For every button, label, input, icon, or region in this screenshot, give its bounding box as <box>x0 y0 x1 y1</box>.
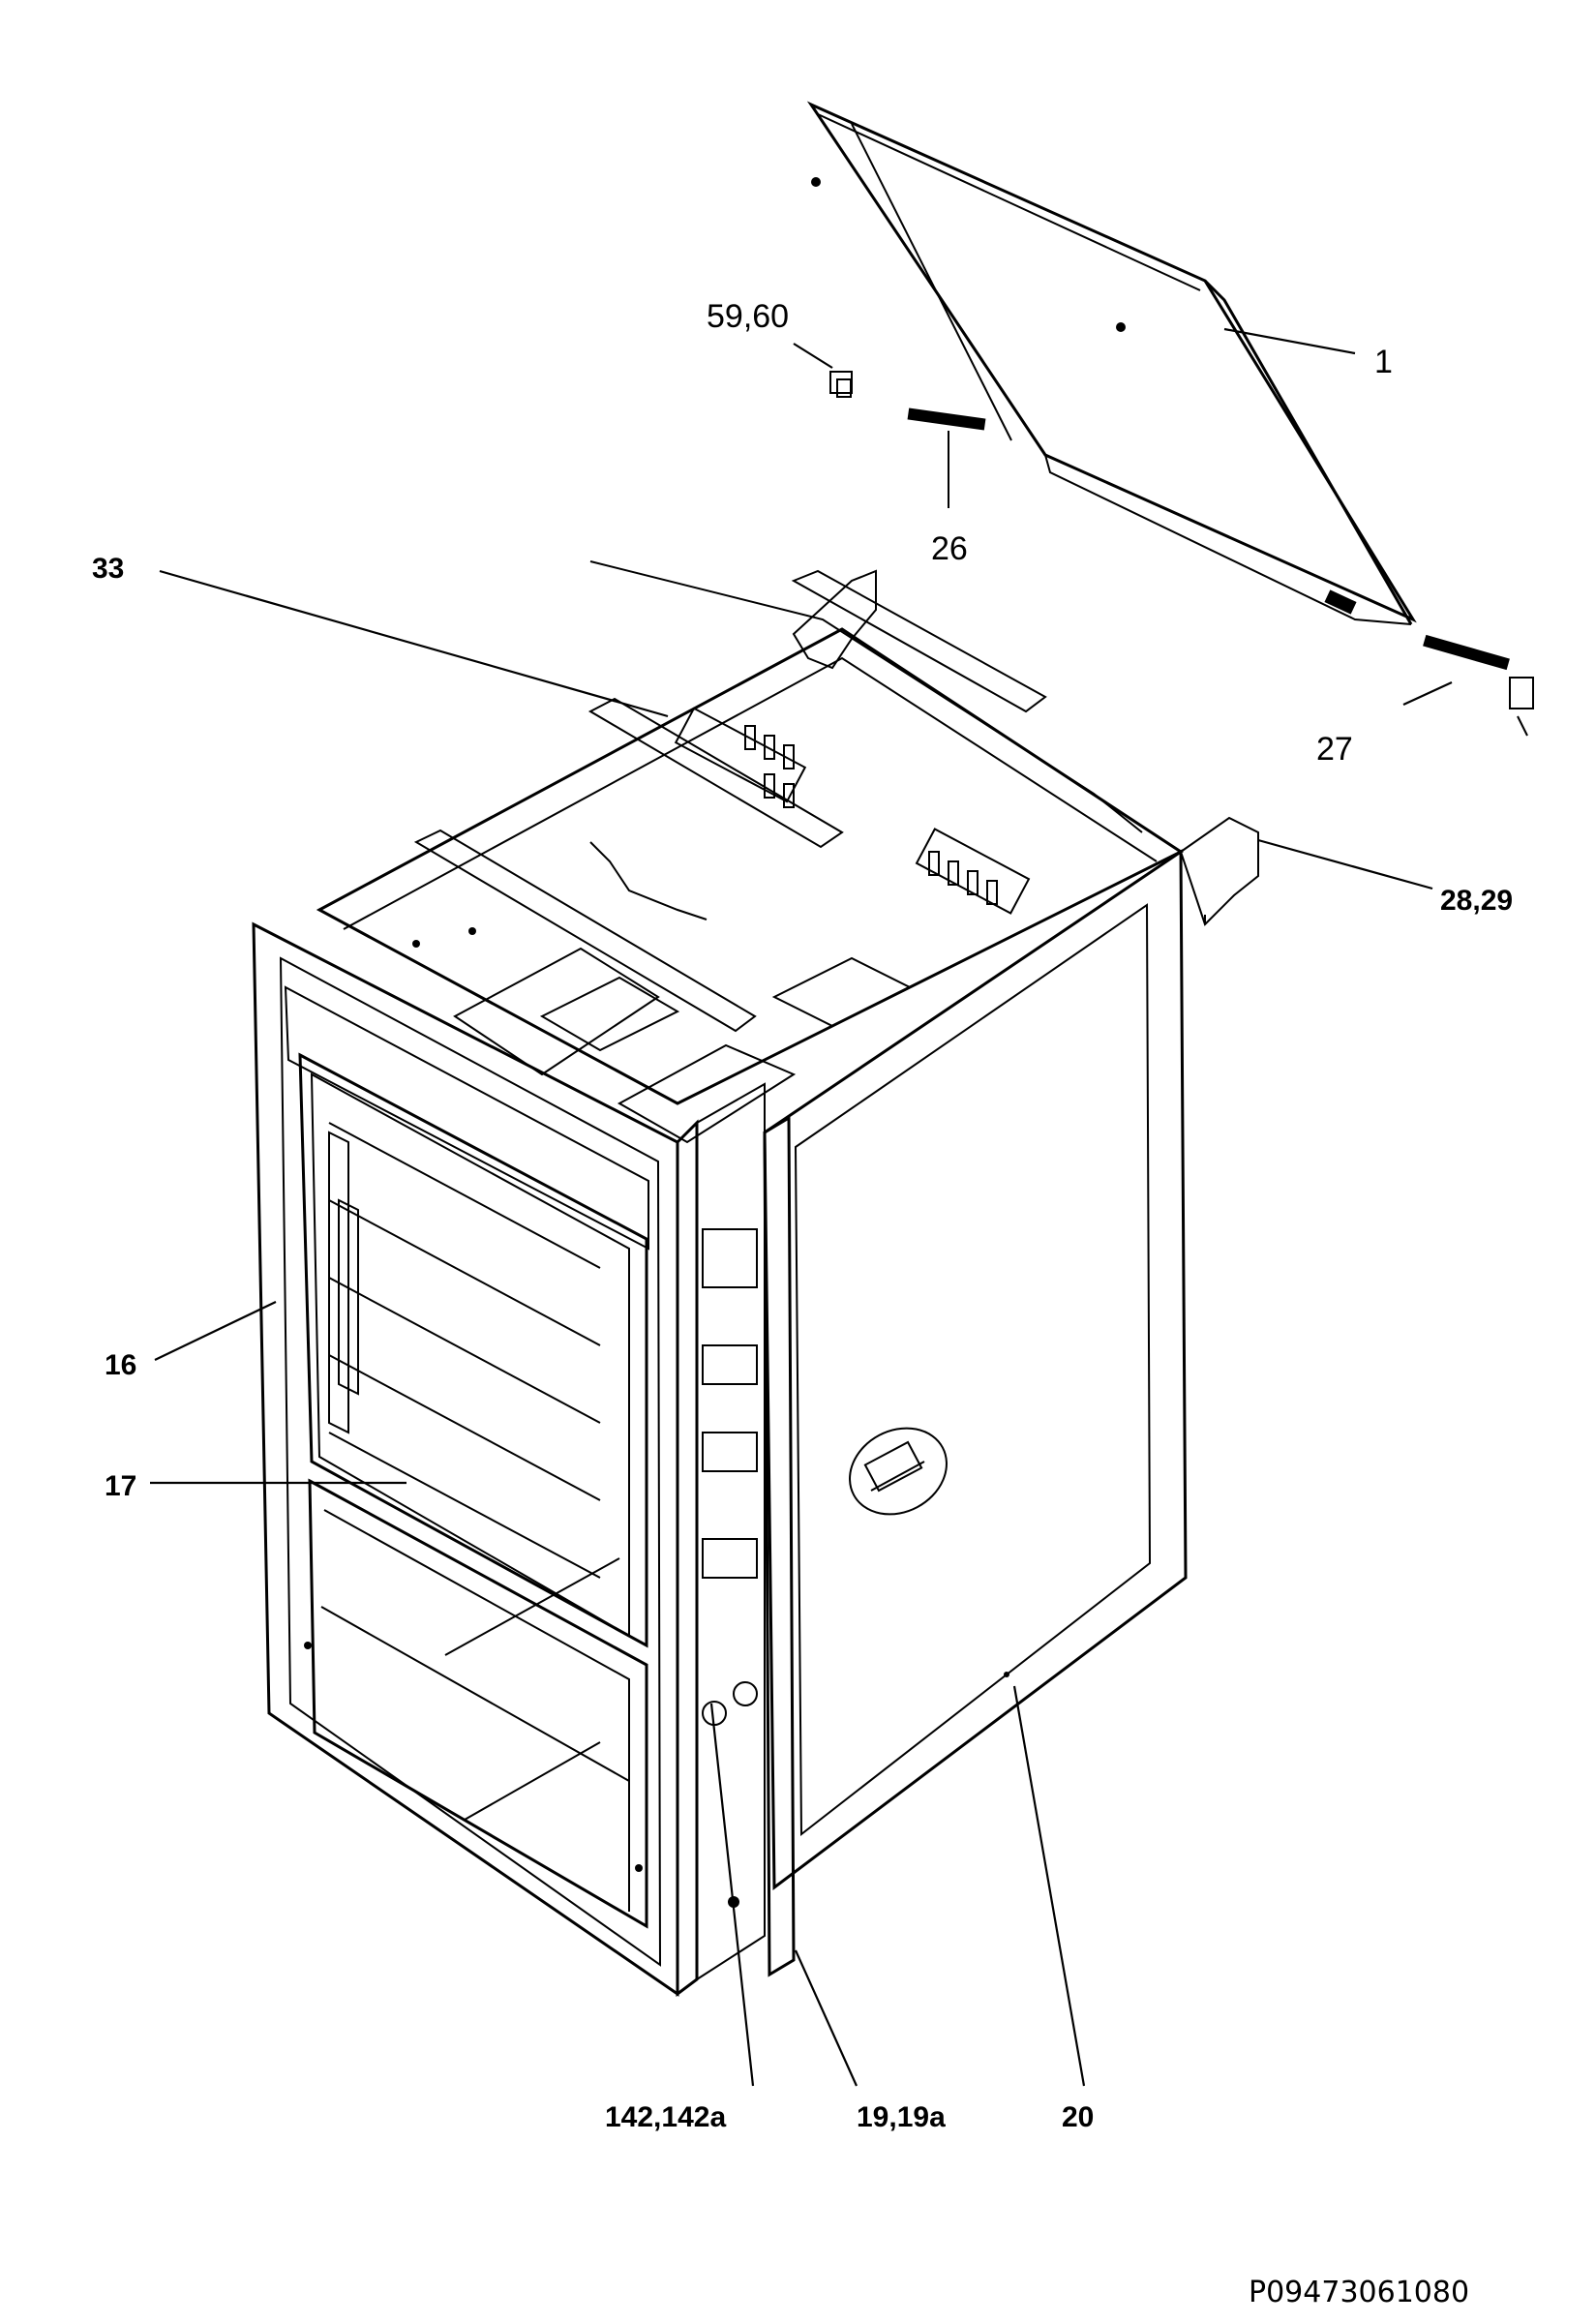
callout-142-142a: 142,142a <box>605 2101 726 2133</box>
callout-27: 27 <box>1316 731 1353 768</box>
diagram-reference-code: P09473061080 <box>1249 2276 1469 2309</box>
strip-part-26 <box>907 407 986 508</box>
callout-59-60: 59,60 <box>707 298 789 335</box>
callout-19-19a: 19,19a <box>857 2101 946 2133</box>
leader-lines <box>150 327 1453 2087</box>
callout-26: 26 <box>931 530 968 567</box>
callout-1: 1 <box>1374 344 1393 380</box>
side-panel <box>763 849 1188 1977</box>
callout-28-29: 28,29 <box>1440 885 1513 917</box>
bracket-part-27 <box>1423 634 1534 737</box>
callout-33: 33 <box>92 553 124 585</box>
top-cover-panel <box>806 101 1417 625</box>
callout-17: 17 <box>105 1470 136 1502</box>
callout-20: 20 <box>1062 2101 1094 2133</box>
callout-labels: 1 59,60 26 33 27 28,29 16 17 142,142a 19… <box>92 298 1513 2133</box>
rear-bracket-28-29 <box>1179 816 1259 926</box>
oven-cabinet-body <box>252 560 1185 1997</box>
callout-16: 16 <box>105 1349 136 1381</box>
clip-part-59-60 <box>829 371 853 398</box>
